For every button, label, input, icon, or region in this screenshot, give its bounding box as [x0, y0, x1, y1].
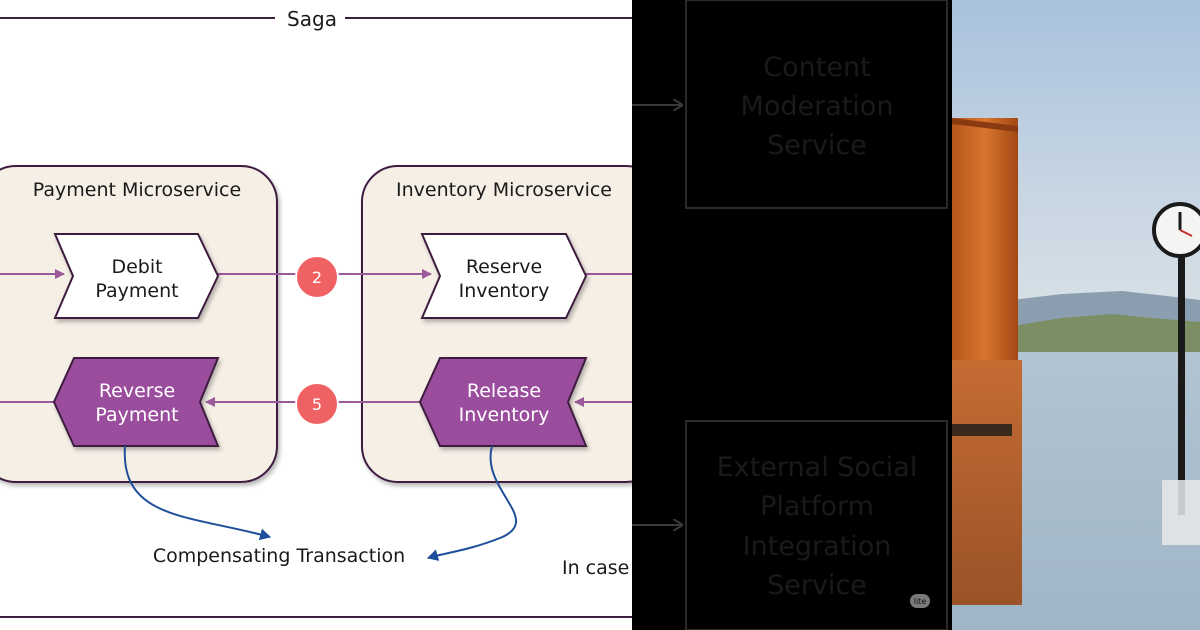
debit-payment-step: [53, 233, 220, 319]
compensating-transaction-label: Compensating Transaction: [153, 545, 405, 567]
step-badge-5-label: 5: [312, 395, 322, 414]
shoreline-town: [1012, 314, 1200, 352]
compensating-curve-from-release-inventory: [427, 445, 517, 561]
clock-reflection: [1162, 480, 1200, 545]
release-inventory-label-line2: Inventory: [459, 404, 550, 426]
reverse-payment-label-line2: Payment: [95, 404, 178, 426]
lite-badge-label: lite: [914, 597, 927, 606]
step-badge-2-label: 2: [312, 268, 322, 287]
clock-face: [1152, 202, 1200, 258]
content-moderation-service-box: [685, 0, 948, 209]
external-platform-label-line2: Platform: [760, 491, 874, 522]
external-platform-label-line3: Integration: [743, 531, 892, 562]
saga-diagram-panel: Saga Payment Microservice Inventory Micr…: [0, 7, 632, 618]
external-platform-label-line4: Service: [767, 570, 867, 601]
content-moderation-label-line3: Service: [767, 130, 867, 161]
reserve-inventory-label-line1: Reserve: [466, 256, 542, 278]
release-inventory-step: [418, 357, 588, 447]
service-diagram-panel: Content Moderation Service External Soci…: [632, 0, 952, 630]
saga-diagram: Saga Payment Microservice Inventory Micr…: [0, 7, 632, 618]
reverse-payment-step: [52, 357, 220, 447]
step-badge-2: [295, 255, 339, 299]
reverse-payment-label-line1: Reverse: [99, 380, 175, 402]
step-badge-5: [295, 382, 339, 426]
inventory-microservice-title: Inventory Microservice: [396, 179, 612, 201]
debit-payment-label-line1: Debit: [111, 256, 162, 278]
external-platform-service-box: [685, 420, 948, 630]
reserve-inventory-label-line2: Inventory: [459, 280, 550, 302]
release-inventory-label-line1: Release: [467, 380, 541, 402]
rust-tower-reflection: [952, 360, 1022, 605]
saga-title: Saga: [287, 7, 337, 31]
lite-badge: [910, 594, 930, 608]
rust-tower-top: [952, 118, 1018, 132]
reserve-inventory-step: [420, 233, 588, 319]
lake-photo-panel: [952, 0, 1200, 630]
service-diagram: Content Moderation Service External Soci…: [632, 0, 948, 630]
payment-microservice-title: Payment Microservice: [33, 179, 241, 201]
debit-payment-label-line2: Payment: [95, 280, 178, 302]
content-moderation-label-line2: Moderation: [741, 91, 894, 122]
rust-tower: [952, 118, 1018, 360]
clock-hand-minute: [1179, 229, 1193, 237]
lake-photo: [952, 0, 1200, 630]
in-case-label: In case: [562, 557, 629, 579]
compensating-curve-from-reverse-payment: [123, 445, 271, 541]
dark-rock-band: [952, 424, 1012, 436]
external-platform-label-line1: External Social: [717, 452, 918, 483]
clock-pole: [1178, 255, 1185, 515]
content-moderation-label-line1: Content: [763, 52, 870, 83]
